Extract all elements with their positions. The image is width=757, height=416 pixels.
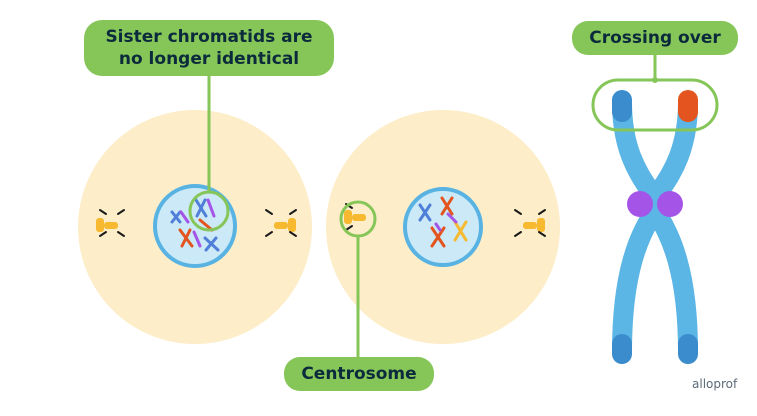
crossing-over-highlight <box>591 78 719 132</box>
centromere-right <box>657 191 683 217</box>
sister-label-line2: no longer identical <box>118 49 300 69</box>
middle-cell-centrosome-right <box>514 209 546 237</box>
left-cell-centrosome-right <box>265 209 297 237</box>
left-chromosomes <box>170 198 220 252</box>
sister-label-line1: Sister chromatids are <box>105 27 313 47</box>
left-cell <box>78 110 312 344</box>
chromatid-right <box>643 92 698 362</box>
crossed-chromosome <box>612 90 698 364</box>
middle-cell <box>326 110 560 344</box>
chromatid-left <box>612 92 667 362</box>
crossing-over-label: Crossing over <box>572 21 738 55</box>
middle-chromosomes <box>418 196 468 248</box>
brand-logo-text: alloprof <box>692 377 738 391</box>
left-cell-centrosome-left <box>96 209 125 237</box>
sister-chromatids-label: Sister chromatids are no longer identica… <box>84 20 334 76</box>
centrosome-label: Centrosome <box>284 357 434 391</box>
centromere-left <box>627 191 653 217</box>
